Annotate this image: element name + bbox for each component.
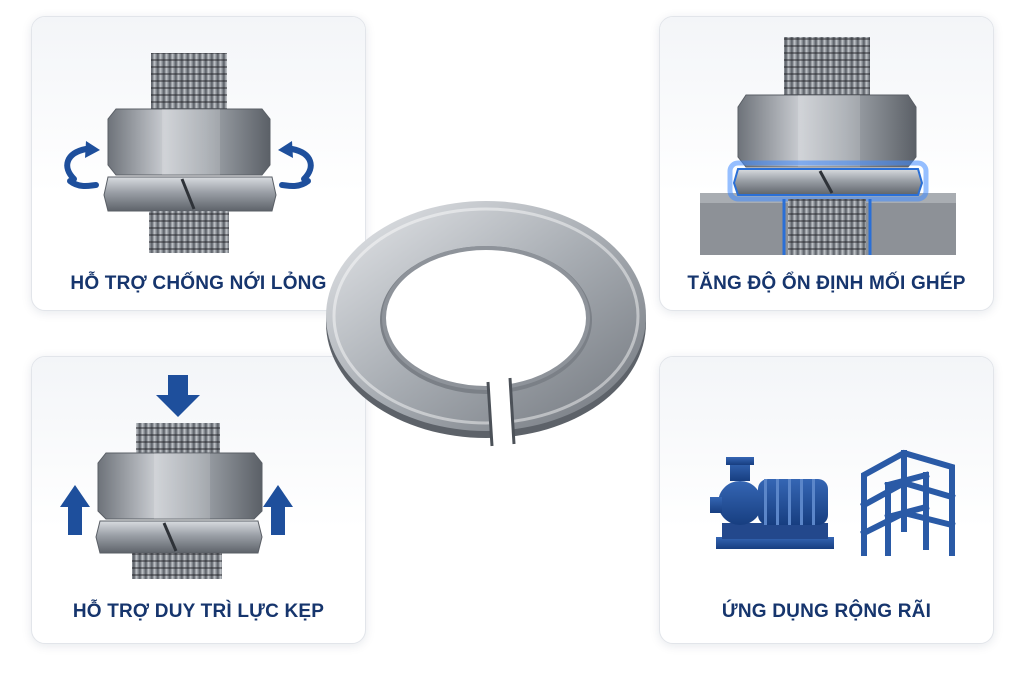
card-label: HỖ TRỢ CHỐNG NỚI LỎNG: [70, 273, 327, 294]
pump-motor-icon: [710, 457, 834, 549]
spring-washer: [103, 176, 277, 212]
bolt-thread-bottom: [132, 553, 222, 579]
card-joint-stability: TĂNG ĐỘ ỔN ĐỊNH MỐI GHÉP: [659, 16, 994, 311]
rotation-arrows-icon: [64, 146, 314, 182]
card-anti-loosening: HỖ TRỢ CHỐNG NỚI LỎNG: [31, 16, 366, 311]
bolt-washer-illustration: [64, 53, 314, 253]
card-label: TĂNG ĐỘ ỔN ĐỊNH MỐI GHÉP: [687, 273, 966, 294]
card-label: ỨNG DỤNG RỘNG RÃI: [721, 601, 932, 622]
bolt-thread-top: [151, 53, 227, 109]
card-clamping-force: HỖ TRỢ DUY TRÌ LỰC KẸP: [31, 356, 366, 644]
bolted-joint-illustration: [700, 37, 956, 255]
spring-washer: [95, 520, 263, 554]
hex-nut: [107, 108, 271, 176]
hex-nut: [97, 452, 263, 520]
applications-illustration: [710, 449, 956, 556]
split-lock-washer-image: [326, 201, 646, 447]
card-wide-application: ỨNG DỤNG RỘNG RÃI: [659, 356, 994, 644]
card-label: HỖ TRỢ DUY TRÌ LỰC KẸP: [72, 601, 325, 622]
force-arrows-icon: [60, 375, 293, 535]
bolt-thread-top: [136, 423, 220, 453]
hex-nut: [737, 94, 917, 168]
bolt-thread-bottom: [149, 211, 229, 253]
clamping-force-illustration: [60, 375, 293, 579]
steel-frame-icon: [859, 449, 956, 556]
highlighted-washer: [732, 168, 924, 196]
bolt-shank: [788, 199, 866, 255]
bolt-thread-top: [784, 37, 870, 95]
